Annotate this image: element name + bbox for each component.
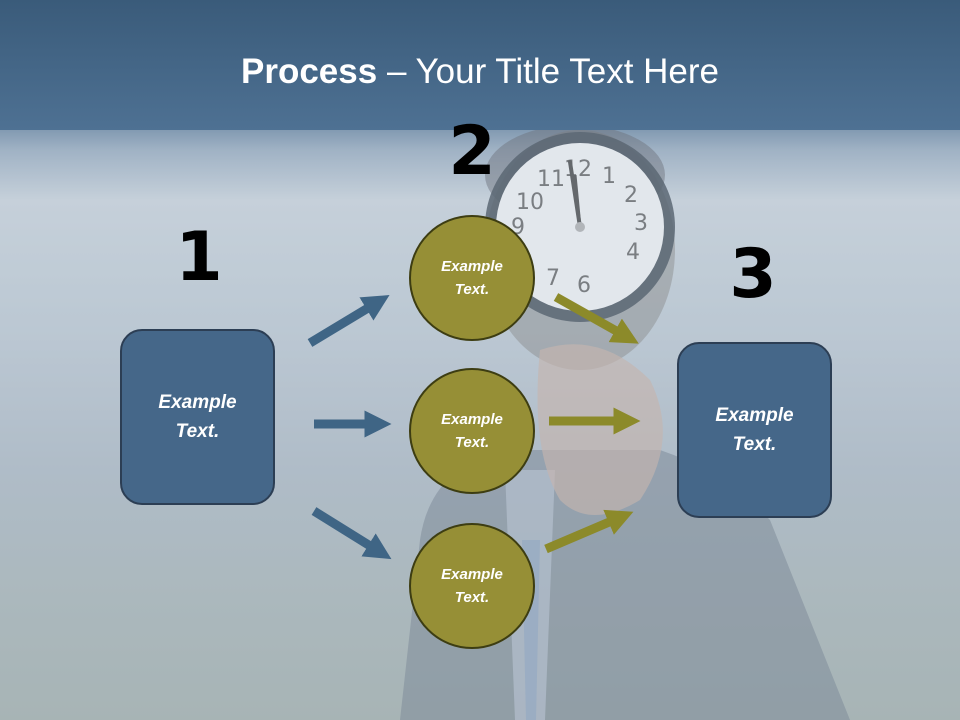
clock-numeral: 1 xyxy=(602,164,616,189)
step-number-3: 3 xyxy=(729,235,777,314)
arrow-down-right xyxy=(311,507,392,560)
clock-numeral: 6 xyxy=(577,273,591,298)
clock-numeral: 10 xyxy=(516,190,544,215)
clock-numeral: 3 xyxy=(634,211,648,236)
clock-numeral: 2 xyxy=(624,183,638,208)
step-number-2: 2 xyxy=(448,112,496,191)
step-number-1: 1 xyxy=(175,218,223,297)
arrow-up-right xyxy=(307,295,390,347)
arrow-olive-down-right xyxy=(553,293,639,344)
slide-title: Process – Your Title Text Here xyxy=(0,52,960,92)
clock-numeral: 4 xyxy=(626,240,640,265)
clock-numeral: 11 xyxy=(537,167,565,192)
title-band xyxy=(0,0,960,130)
clock-numeral: 7 xyxy=(546,266,560,291)
arrow-olive-up-right xyxy=(544,509,634,554)
title-bold-text: Process xyxy=(241,52,378,91)
title-rest-text: – Your Title Text Here xyxy=(377,52,719,91)
